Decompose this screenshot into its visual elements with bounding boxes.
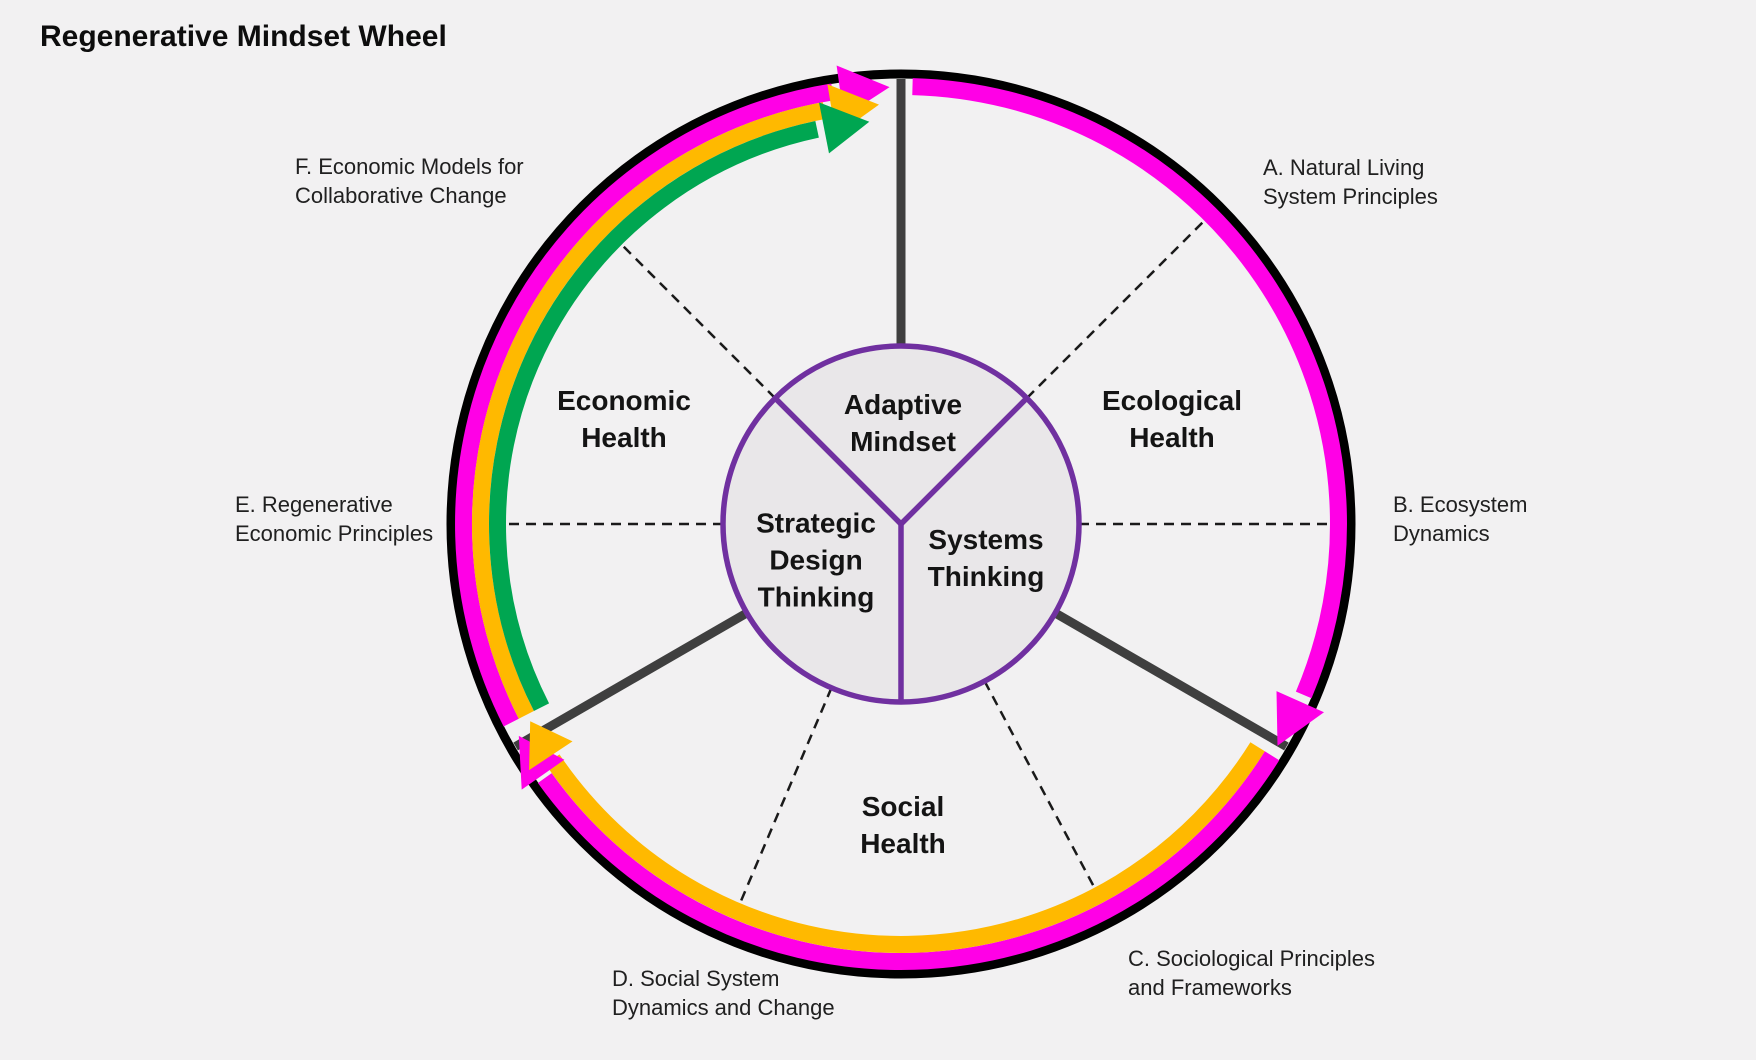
spoke-label-c-line2: and Frameworks — [1128, 975, 1292, 1000]
spoke-label-e: E. Regenerative Economic Principles — [235, 490, 433, 548]
outer-ring — [446, 69, 1356, 979]
spoke-label-a-line2: System Principles — [1263, 184, 1438, 209]
spoke-label-d: D. Social System Dynamics and Change — [612, 964, 835, 1022]
sector-label-social-line2: Health — [860, 828, 946, 859]
spoke-line-d — [726, 687, 833, 933]
green-arrowhead-top — [819, 102, 870, 154]
segment-label-systems-line1: Systems — [928, 524, 1044, 555]
sector-label-economic-line1: Economic — [557, 385, 691, 416]
spoke-label-a-line1: A. Natural Living — [1263, 155, 1425, 180]
sector-label-economic-line2: Health — [581, 422, 667, 453]
spoke-label-f: F. Economic Models for Collaborative Cha… — [295, 152, 524, 210]
segment-label-systems-thinking: Systems Thinking — [928, 521, 1045, 595]
segment-label-adaptive-mindset: Adaptive Mindset — [844, 386, 962, 460]
spoke-label-e-line2: Economic Principles — [235, 521, 434, 546]
segment-label-systems-line2: Thinking — [927, 561, 1045, 592]
magenta-arc-ecological — [912, 78, 1347, 699]
orange-arc-social — [545, 742, 1265, 953]
spoke-label-c: C. Sociological Principles and Framework… — [1128, 944, 1375, 1002]
page-title: Regenerative Mindset Wheel — [40, 20, 447, 53]
segment-label-strategic-design-thinking: Strategic Design Thinking — [756, 505, 876, 616]
sector-label-social-health: Social Health — [860, 788, 946, 862]
spoke-label-a: A. Natural Living System Principles — [1263, 153, 1438, 211]
sector-label-social-line1: Social — [861, 791, 945, 822]
orange-arrowhead-lower-left — [529, 721, 573, 771]
spoke-line-a — [1026, 209, 1216, 399]
spoke-label-b: B. Ecosystem Dynamics — [1393, 490, 1527, 548]
green-arc-economic — [489, 120, 819, 712]
spoke-label-c-line1: C. Sociological Principles — [1128, 946, 1375, 971]
spoke-label-d-line2: Dynamics and Change — [612, 995, 835, 1020]
hub-divider-upper-left — [773, 396, 903, 526]
spoke-label-f-line1: F. Economic Models for — [295, 154, 524, 179]
magenta-arc-economic — [455, 83, 834, 727]
spoke-label-f-line2: Collaborative Change — [295, 183, 507, 208]
spoke-line-c — [983, 680, 1111, 916]
spoke-label-b-line1: B. Ecosystem — [1393, 492, 1528, 517]
magenta-arrowhead-lower-right — [1276, 691, 1324, 746]
sector-label-ecological-line2: Health — [1129, 422, 1215, 453]
segment-label-strategic-line3: Thinking — [757, 581, 875, 613]
spoke-label-b-line2: Dynamics — [1393, 521, 1490, 546]
spoke-label-e-line1: E. Regenerative — [235, 492, 393, 517]
sector-label-ecological-health: Ecological Health — [1102, 382, 1242, 456]
sector-divider-lower-right — [1052, 609, 1289, 751]
segment-label-strategic-line1: Strategic — [756, 507, 876, 539]
segment-label-strategic-line2: Design — [769, 544, 863, 576]
magenta-arc-social — [537, 751, 1280, 970]
sector-label-ecological-line1: Ecological — [1101, 385, 1243, 416]
sector-divider-lower-left — [513, 609, 750, 751]
sector-label-economic-health: Economic Health — [557, 382, 691, 456]
segment-label-adaptive-line1: Adaptive — [843, 389, 963, 420]
segment-label-adaptive-line2: Mindset — [850, 426, 956, 457]
orange-arc-economic — [471, 102, 826, 719]
hub-divider-upper-right — [899, 396, 1029, 526]
spoke-label-d-line1: D. Social System — [612, 966, 780, 991]
